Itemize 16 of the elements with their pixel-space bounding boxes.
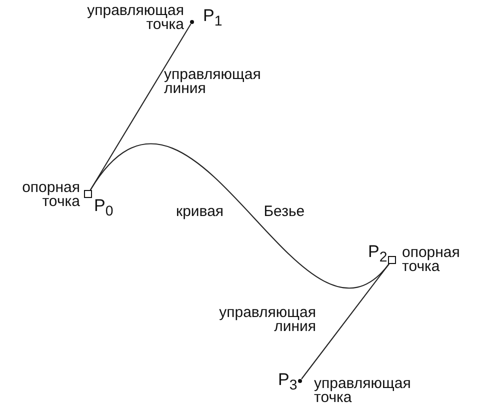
- control-point-marker: [190, 20, 194, 24]
- point-name: P$_{1}$: [203, 7, 222, 30]
- anchor-point-marker: [84, 190, 92, 198]
- edge-label: кривая Безье: [176, 205, 306, 219]
- edge-label: управляющая линия: [164, 68, 262, 96]
- anchor-point-marker: [388, 256, 396, 264]
- point-name: P$_{0}$: [94, 197, 114, 220]
- point-name: P$_{3}$: [278, 371, 298, 394]
- control-point-marker: [298, 379, 302, 383]
- control-line: [301, 264, 390, 380]
- point-caption: опорная точка: [21, 181, 80, 209]
- point-name: P$_{2}$: [368, 243, 388, 266]
- edge-label: управляющая линия: [218, 306, 316, 334]
- point-caption: опорная точка: [402, 246, 461, 274]
- point-caption: управляющая точка: [314, 377, 412, 405]
- point-caption: управляющая точка: [86, 4, 184, 32]
